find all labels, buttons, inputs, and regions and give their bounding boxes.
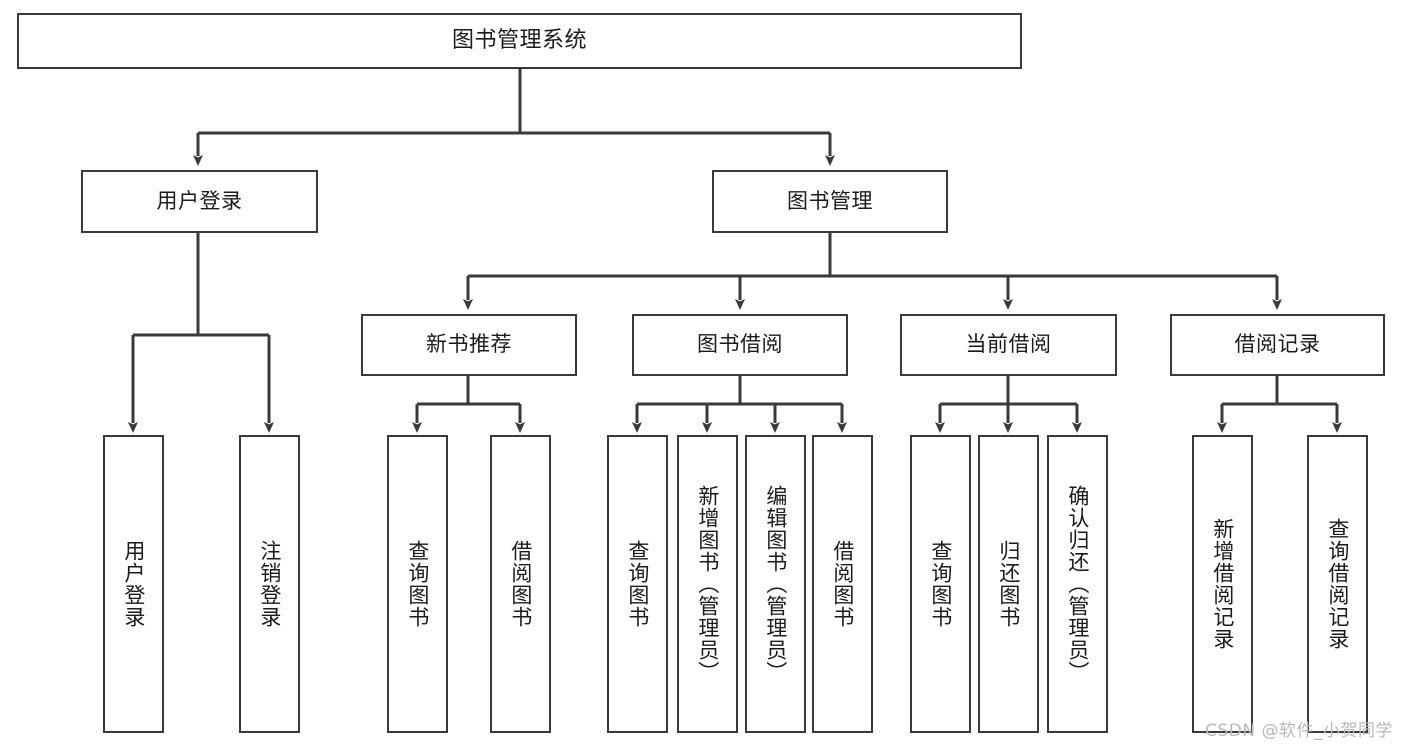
leaf-user-login[interactable]: 用户登录 [103, 435, 164, 733]
leaf-user-login-label: 用户登录 [121, 540, 146, 628]
leaf-query-book-2[interactable]: 查询图书 [607, 435, 668, 733]
node-current-borrow[interactable]: 当前借阅 [900, 314, 1117, 376]
node-user-login-label: 用户登录 [156, 188, 243, 213]
leaf-confirm-return-admin-label: 确认归还（管理员） [1065, 485, 1090, 683]
leaf-add-book-admin[interactable]: 新增图书（管理员） [677, 435, 738, 733]
leaf-borrow-book-2[interactable]: 借阅图书 [812, 435, 873, 733]
watermark-text: CSDN @软件_小贺同学 [1205, 721, 1393, 741]
leaf-query-book-3-label: 查询图书 [928, 540, 953, 628]
node-user-login[interactable]: 用户登录 [81, 170, 318, 233]
leaf-edit-book-admin[interactable]: 编辑图书（管理员） [745, 435, 806, 733]
leaf-borrow-book-1[interactable]: 借阅图书 [490, 435, 551, 733]
leaf-confirm-return-admin[interactable]: 确认归还（管理员） [1047, 435, 1108, 733]
leaf-borrow-book-1-label: 借阅图书 [508, 540, 533, 628]
leaf-return-book-label: 归还图书 [996, 540, 1021, 628]
leaf-logout-label: 注销登录 [257, 540, 282, 628]
leaf-add-book-admin-label: 新增图书（管理员） [695, 485, 720, 683]
leaf-query-borrow-record[interactable]: 查询借阅记录 [1307, 435, 1368, 733]
node-book-borrow[interactable]: 图书借阅 [632, 314, 848, 376]
node-root-system-label: 图书管理系统 [451, 27, 587, 53]
leaf-edit-book-admin-label: 编辑图书（管理员） [763, 485, 788, 683]
leaf-query-book-3[interactable]: 查询图书 [910, 435, 971, 733]
node-new-book-recommend-label: 新书推荐 [426, 332, 512, 357]
node-new-book-recommend[interactable]: 新书推荐 [361, 314, 577, 376]
leaf-return-book[interactable]: 归还图书 [978, 435, 1039, 733]
leaf-query-book-1[interactable]: 查询图书 [387, 435, 448, 733]
node-book-management-label: 图书管理 [787, 188, 873, 213]
leaf-logout[interactable]: 注销登录 [239, 435, 300, 733]
leaf-add-borrow-record[interactable]: 新增借阅记录 [1192, 435, 1253, 733]
leaf-query-borrow-record-label: 查询借阅记录 [1325, 518, 1350, 650]
leaf-add-borrow-record-label: 新增借阅记录 [1210, 518, 1235, 650]
node-current-borrow-label: 当前借阅 [965, 332, 1052, 357]
node-borrow-record[interactable]: 借阅记录 [1170, 314, 1385, 376]
leaf-query-book-2-label: 查询图书 [625, 540, 650, 628]
leaf-query-book-1-label: 查询图书 [405, 540, 430, 628]
node-book-management[interactable]: 图书管理 [712, 170, 948, 233]
node-borrow-record-label: 借阅记录 [1234, 332, 1321, 357]
node-book-borrow-label: 图书借阅 [697, 332, 783, 357]
leaf-borrow-book-2-label: 借阅图书 [830, 540, 855, 628]
node-root-system[interactable]: 图书管理系统 [17, 13, 1022, 69]
